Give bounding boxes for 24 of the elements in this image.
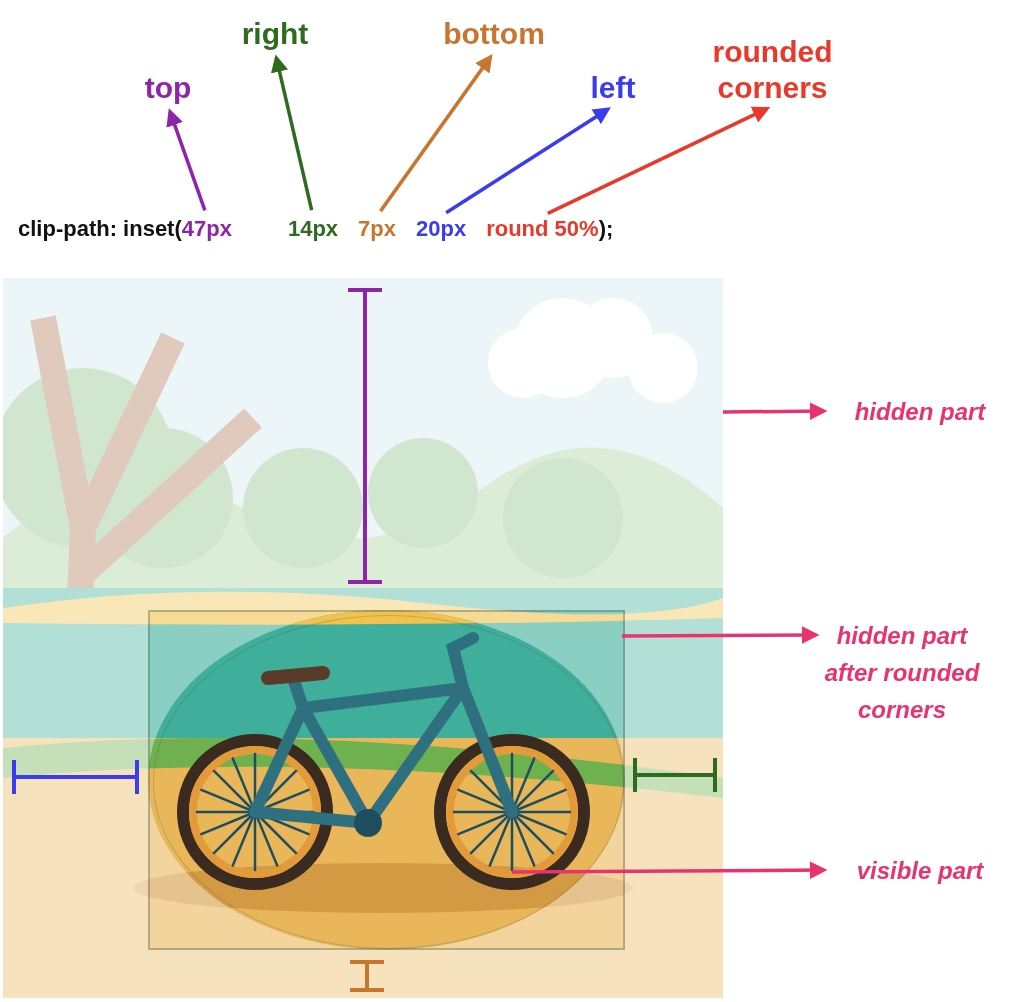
arrow [512,861,828,879]
property-name: rounded corners [680,34,865,106]
arrow [379,54,493,213]
arrow [622,626,820,644]
arrow [723,402,828,420]
code-text: clip-path: inset( [18,216,182,242]
property-name: top [128,70,208,106]
property-name: left [568,70,658,106]
code-value: 7px [358,216,396,242]
callout-text: hidden part after rounded corners [822,617,982,729]
arrow [547,106,771,215]
park-scene-drawing [3,278,723,998]
code-value: 14px [287,216,339,242]
arrow [166,108,207,211]
code-value: 47px [181,216,232,242]
arrow [271,54,314,211]
code-text: ); [598,216,614,242]
code-value: round 50% [486,216,599,242]
code-value: 20px [416,216,467,242]
callout-text: hidden part [830,393,1010,431]
arrow [445,107,611,215]
property-name: bottom [419,16,569,52]
property-name: right [215,16,335,52]
callout-text: visible part [830,852,1010,890]
